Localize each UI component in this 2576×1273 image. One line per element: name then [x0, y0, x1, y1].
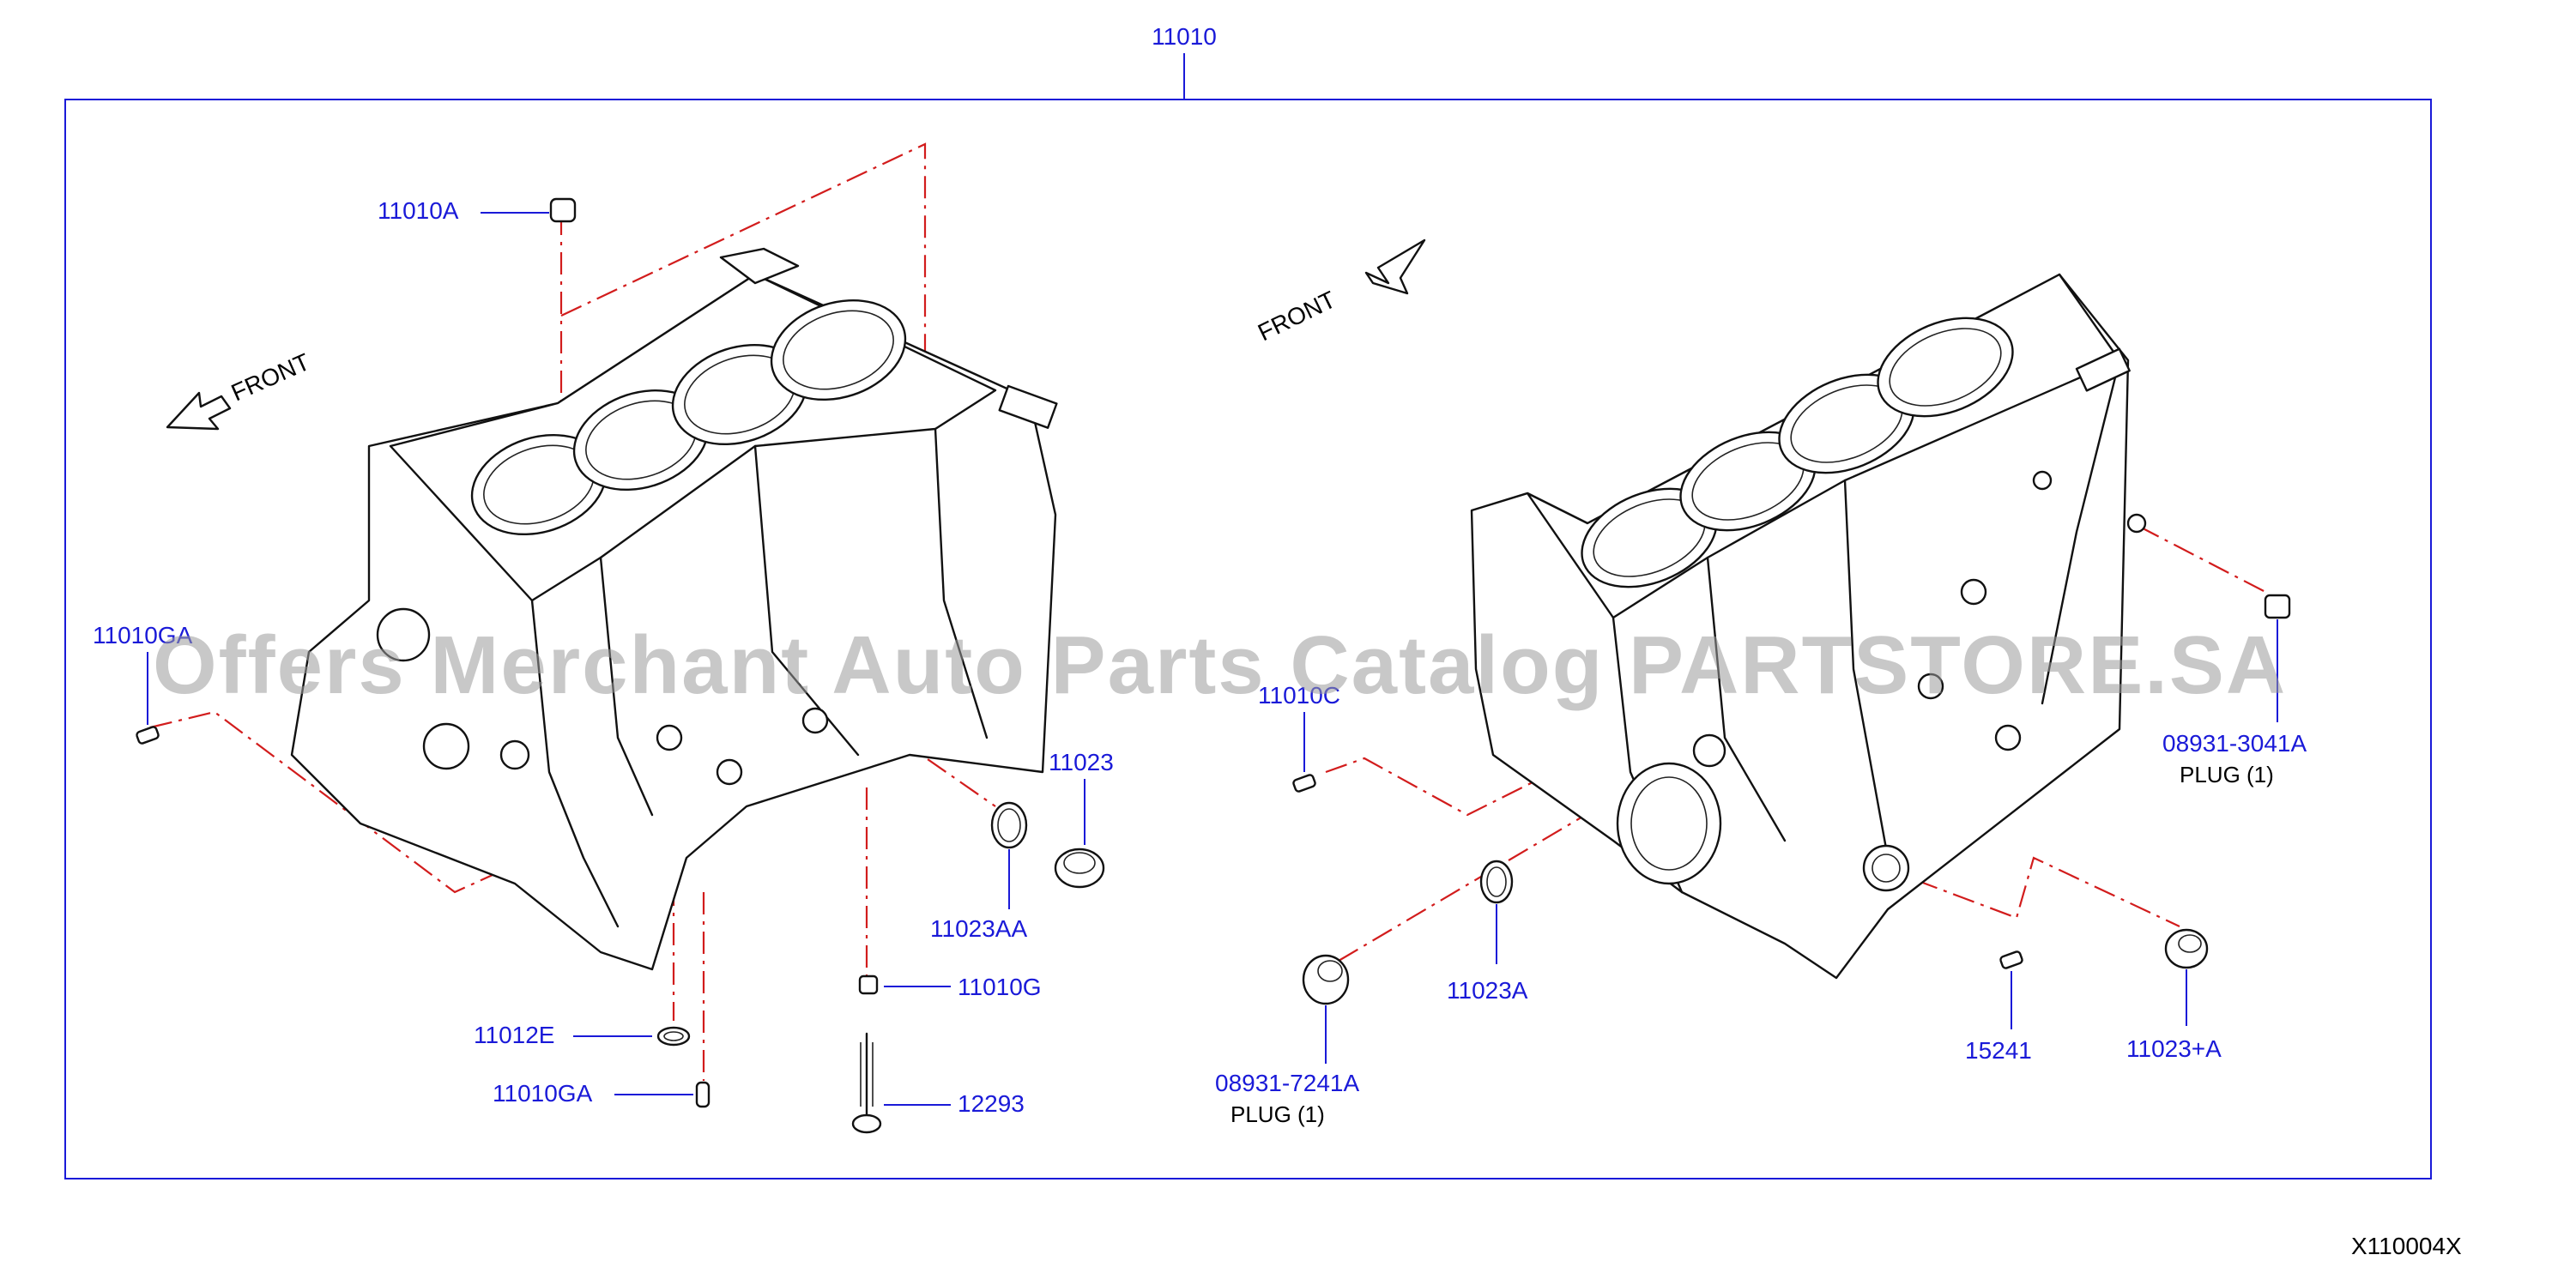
- left-center-line-side: [149, 710, 644, 894]
- plug-icon: [2164, 928, 2209, 969]
- part-number[interactable]: 11023A: [1447, 977, 1528, 1004]
- right-center-line-side: [1325, 757, 1554, 817]
- part-number[interactable]: 08931-3041A: [2162, 730, 2307, 757]
- part-08931-3041A[interactable]: 08931-3041A PLUG (1): [2162, 594, 2307, 787]
- part-11010G[interactable]: 11010G: [858, 974, 1042, 1000]
- front-arrow-right: FRONT: [1254, 238, 1426, 346]
- part-number[interactable]: 11012E: [474, 1022, 554, 1048]
- part-number[interactable]: 11010C: [1258, 682, 1340, 709]
- drawing-code: X110004X: [2351, 1233, 2462, 1259]
- pin-icon: [136, 726, 160, 745]
- part-11010A[interactable]: 11010A: [378, 197, 577, 224]
- bolt-head-icon: [851, 1113, 882, 1134]
- front-label: FRONT: [227, 348, 314, 407]
- arrow-icon: [166, 391, 232, 431]
- front-arrow-left: FRONT: [166, 348, 314, 431]
- part-11010GA[interactable]: 11010GA: [493, 1080, 711, 1108]
- part-15241[interactable]: 15241: [1965, 950, 2032, 1064]
- watermark-text: Offers Merchant Auto Parts Catalog PARTS…: [153, 619, 2287, 711]
- pin-icon: [695, 1081, 711, 1108]
- plug-icon: [1302, 954, 1350, 1005]
- part-11012E[interactable]: 11012E: [474, 1022, 691, 1048]
- part-number[interactable]: 11023AA: [930, 915, 1027, 942]
- front-label: FRONT: [1254, 286, 1339, 346]
- right-bore-4: [1877, 317, 2014, 418]
- part-11023[interactable]: 11023: [1049, 749, 1114, 889]
- part-number[interactable]: 11010A: [378, 197, 459, 224]
- arrow-icon: [1364, 238, 1426, 295]
- part-number[interactable]: 11023+A: [2126, 1035, 2222, 1062]
- part-number[interactable]: 11010GA: [493, 1080, 593, 1107]
- part-number[interactable]: 12293: [958, 1090, 1025, 1117]
- crank-seal-bore: [1616, 762, 1722, 885]
- plug-icon: [2264, 594, 2291, 619]
- dowel-icon: [858, 974, 879, 995]
- plug-caption: PLUG (1): [2180, 762, 2274, 787]
- part-08931-7241A[interactable]: 08931-7241A PLUG (1): [1215, 954, 1359, 1127]
- part-number[interactable]: 11010G: [958, 974, 1042, 1000]
- part-number[interactable]: 11023: [1049, 749, 1114, 775]
- part-11010C[interactable]: 11010C: [1258, 682, 1340, 793]
- plug-caption: PLUG (1): [1231, 1101, 1325, 1127]
- part-11023AA[interactable]: 11023AA: [930, 801, 1027, 942]
- assembly-frame: [64, 99, 2432, 1179]
- o-ring-icon: [656, 1026, 691, 1047]
- assembly-part-number[interactable]: 11010: [1152, 23, 1217, 50]
- part-11023plusA[interactable]: 11023+A: [2126, 928, 2222, 1062]
- pin-icon: [1292, 774, 1316, 793]
- left-center-line-top: [560, 142, 927, 377]
- part-12293[interactable]: 12293: [851, 1032, 1025, 1134]
- left-engine-block: [149, 142, 1058, 1081]
- right-center-line-pin: [1878, 856, 2180, 927]
- right-engine-block: [1325, 273, 2266, 980]
- part-number[interactable]: 15241: [1965, 1037, 2032, 1064]
- pin-icon: [1999, 950, 2023, 969]
- part-11010GA-side[interactable]: 11010GA: [93, 622, 193, 745]
- o-ring-icon: [1479, 860, 1514, 904]
- part-11023A[interactable]: 11023A: [1447, 860, 1528, 1004]
- part-number[interactable]: 11010GA: [93, 622, 193, 649]
- part-number[interactable]: 08931-7241A: [1215, 1070, 1359, 1096]
- cap-icon: [1054, 848, 1105, 889]
- dowel-icon: [549, 197, 577, 223]
